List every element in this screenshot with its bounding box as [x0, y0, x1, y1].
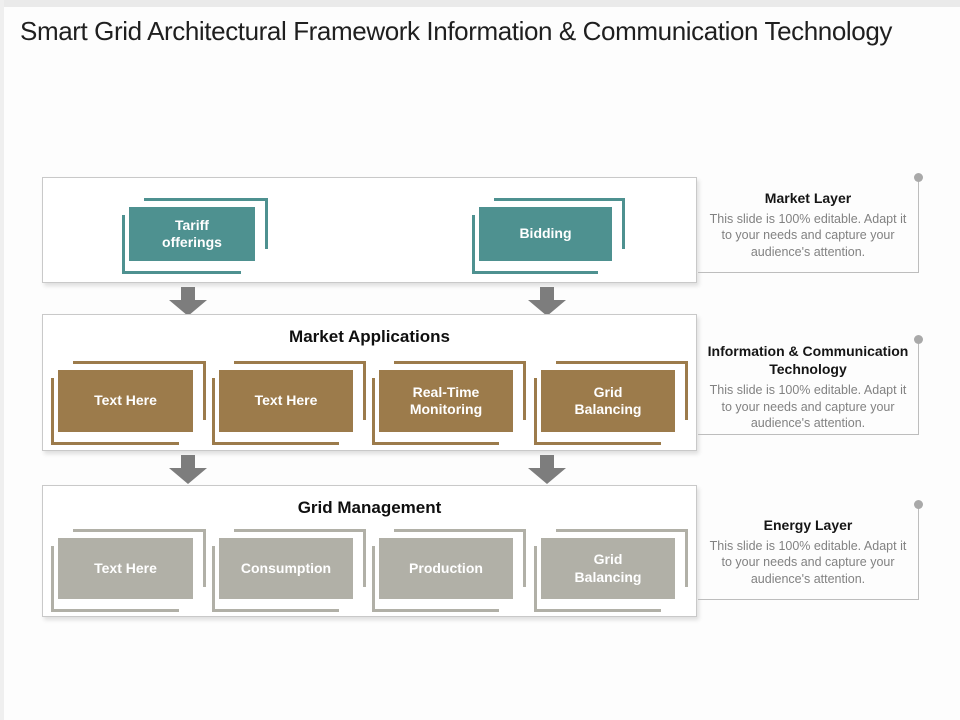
frame-top-right-decoration	[494, 198, 625, 249]
connector-dot	[914, 335, 923, 344]
arrow-stem	[181, 287, 195, 300]
callout-energy-layer: Energy Layer This slide is 100% editable…	[698, 500, 923, 600]
node-label: Tariff offerings	[162, 216, 222, 251]
page-edge-left	[0, 0, 4, 720]
node-real-time-monitoring: Real-Time Monitoring	[372, 361, 526, 445]
callout-body: This slide is 100% editable. Adapt it to…	[709, 212, 907, 259]
frame-bottom-left-decoration	[122, 215, 241, 274]
down-arrow	[169, 287, 207, 316]
frame-top-right-decoration	[394, 361, 526, 420]
arrow-head	[528, 300, 566, 316]
arrow-head	[169, 468, 207, 484]
frame-bottom-left-decoration	[534, 546, 661, 612]
frame-top-right-decoration	[556, 361, 688, 420]
arrow-stem	[540, 455, 554, 468]
layer-title: Market Applications	[289, 327, 450, 346]
node-tariff-offerings: Tariff offerings	[122, 198, 268, 274]
layer-container-grid-management: Grid Management Text Here Consumption Pr…	[42, 485, 697, 617]
down-arrow	[528, 287, 566, 316]
node-label: Text Here	[94, 392, 157, 409]
frame-bottom-left-decoration	[372, 378, 499, 445]
node-label: Grid Balancing	[574, 383, 642, 418]
down-arrow	[528, 455, 566, 484]
callout-body: This slide is 100% editable. Adapt it to…	[709, 539, 907, 586]
node-production: Production	[372, 529, 526, 612]
slide-title: Smart Grid Architectural Framework Infor…	[20, 16, 893, 46]
connector-dot	[914, 173, 923, 182]
node-consumption: Consumption	[212, 529, 366, 612]
callout-title: Market Layer	[764, 190, 852, 207]
callout-title: Information & Communication Technology	[707, 342, 909, 378]
frame-bottom-left-decoration	[534, 378, 661, 445]
frame-top-right-decoration	[144, 198, 268, 249]
frame-top-right-decoration	[73, 361, 206, 420]
node-text-here: Text Here	[212, 361, 366, 445]
node-grid-balancing: Grid Balancing	[534, 361, 688, 445]
frame-top-right-decoration	[234, 361, 366, 420]
node-label: Consumption	[240, 559, 332, 576]
frame-bottom-left-decoration	[51, 378, 179, 445]
node-label: Text Here	[94, 559, 157, 576]
frame-top-right-decoration	[394, 529, 526, 587]
node-text-here: Text Here	[51, 361, 206, 445]
layer-title: Grid Management	[297, 498, 442, 517]
arrow-head	[528, 468, 566, 484]
node-label: Real-Time Monitoring	[409, 383, 483, 418]
connector-dot	[914, 500, 923, 509]
node-grid-balancing: Grid Balancing	[534, 529, 688, 612]
node-text-here: Text Here	[51, 529, 206, 612]
frame-bottom-left-decoration	[372, 546, 499, 612]
node-label: Bidding	[519, 225, 572, 242]
callout-market-layer: Market Layer This slide is 100% editable…	[698, 173, 923, 273]
arrow-stem	[540, 287, 554, 300]
layer-container-market: Tariff offerings Bidding	[42, 177, 697, 283]
frame-top-right-decoration	[556, 529, 688, 587]
frame-top-right-decoration	[73, 529, 206, 587]
callout-body: This slide is 100% editable. Adapt it to…	[709, 383, 907, 430]
frame-top-right-decoration	[234, 529, 366, 587]
frame-bottom-left-decoration	[212, 378, 339, 445]
frame-bottom-left-decoration	[212, 546, 339, 612]
node-label: Production	[409, 559, 483, 576]
frame-bottom-left-decoration	[472, 215, 598, 274]
node-label: Text Here	[254, 392, 318, 409]
page-edge-top	[0, 0, 960, 7]
callout-title: Energy Layer	[763, 517, 853, 534]
down-arrow	[169, 455, 207, 484]
layer-container-market-applications: Market Applications Text Here Text Here …	[42, 314, 697, 451]
arrow-stem	[181, 455, 195, 468]
frame-bottom-left-decoration	[51, 546, 179, 612]
node-bidding: Bidding	[472, 198, 625, 274]
node-label: Grid Balancing	[574, 551, 642, 585]
arrow-head	[169, 300, 207, 316]
callout-information-communication-technology: Information & Communication Technology T…	[698, 335, 923, 435]
